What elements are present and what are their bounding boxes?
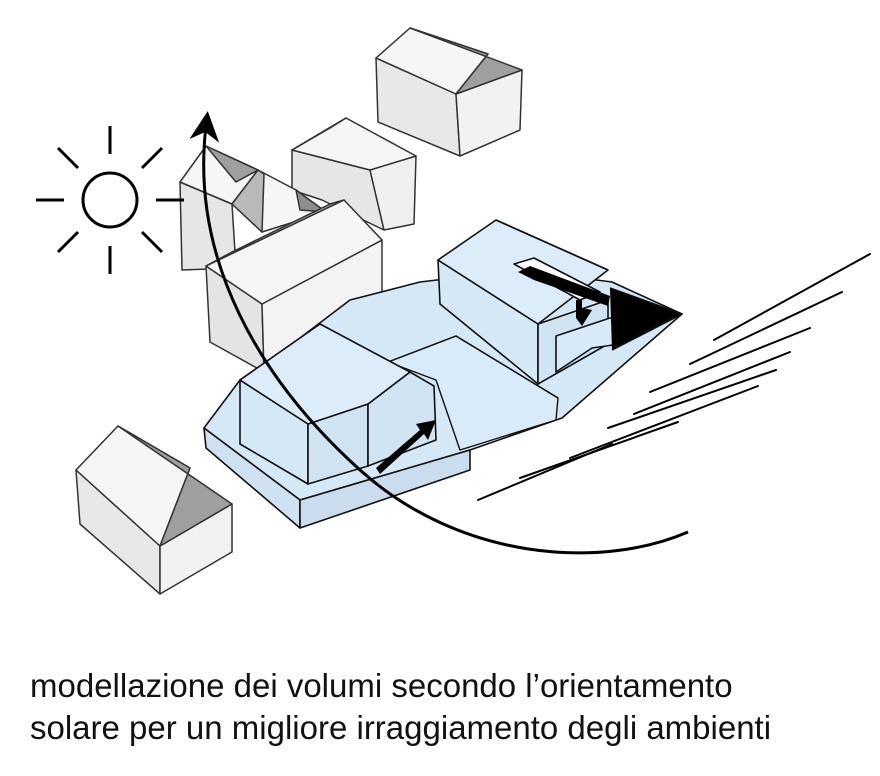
- solar-orientation-diagram: [36, 27, 871, 595]
- diagram-caption: modellazione dei volumi secondo l’orient…: [30, 665, 870, 749]
- project-block-right: [437, 219, 683, 385]
- airflow-arrow: [376, 266, 610, 474]
- sun-path-arrow: [189, 111, 689, 555]
- wind-lines: [477, 253, 871, 501]
- context-house-top-right: [375, 27, 523, 157]
- context-house-middle: [291, 117, 417, 231]
- context-house-center: [205, 199, 383, 373]
- caption-line-1: modellazione dei volumi secondo l’orient…: [30, 667, 733, 704]
- context-house-bottom-left: [75, 425, 233, 595]
- sun-icon: [36, 126, 184, 274]
- context-house-left: [179, 145, 327, 271]
- caption-line-2: solare per un migliore irraggiamento deg…: [30, 709, 772, 746]
- project-inner-court: [387, 335, 559, 451]
